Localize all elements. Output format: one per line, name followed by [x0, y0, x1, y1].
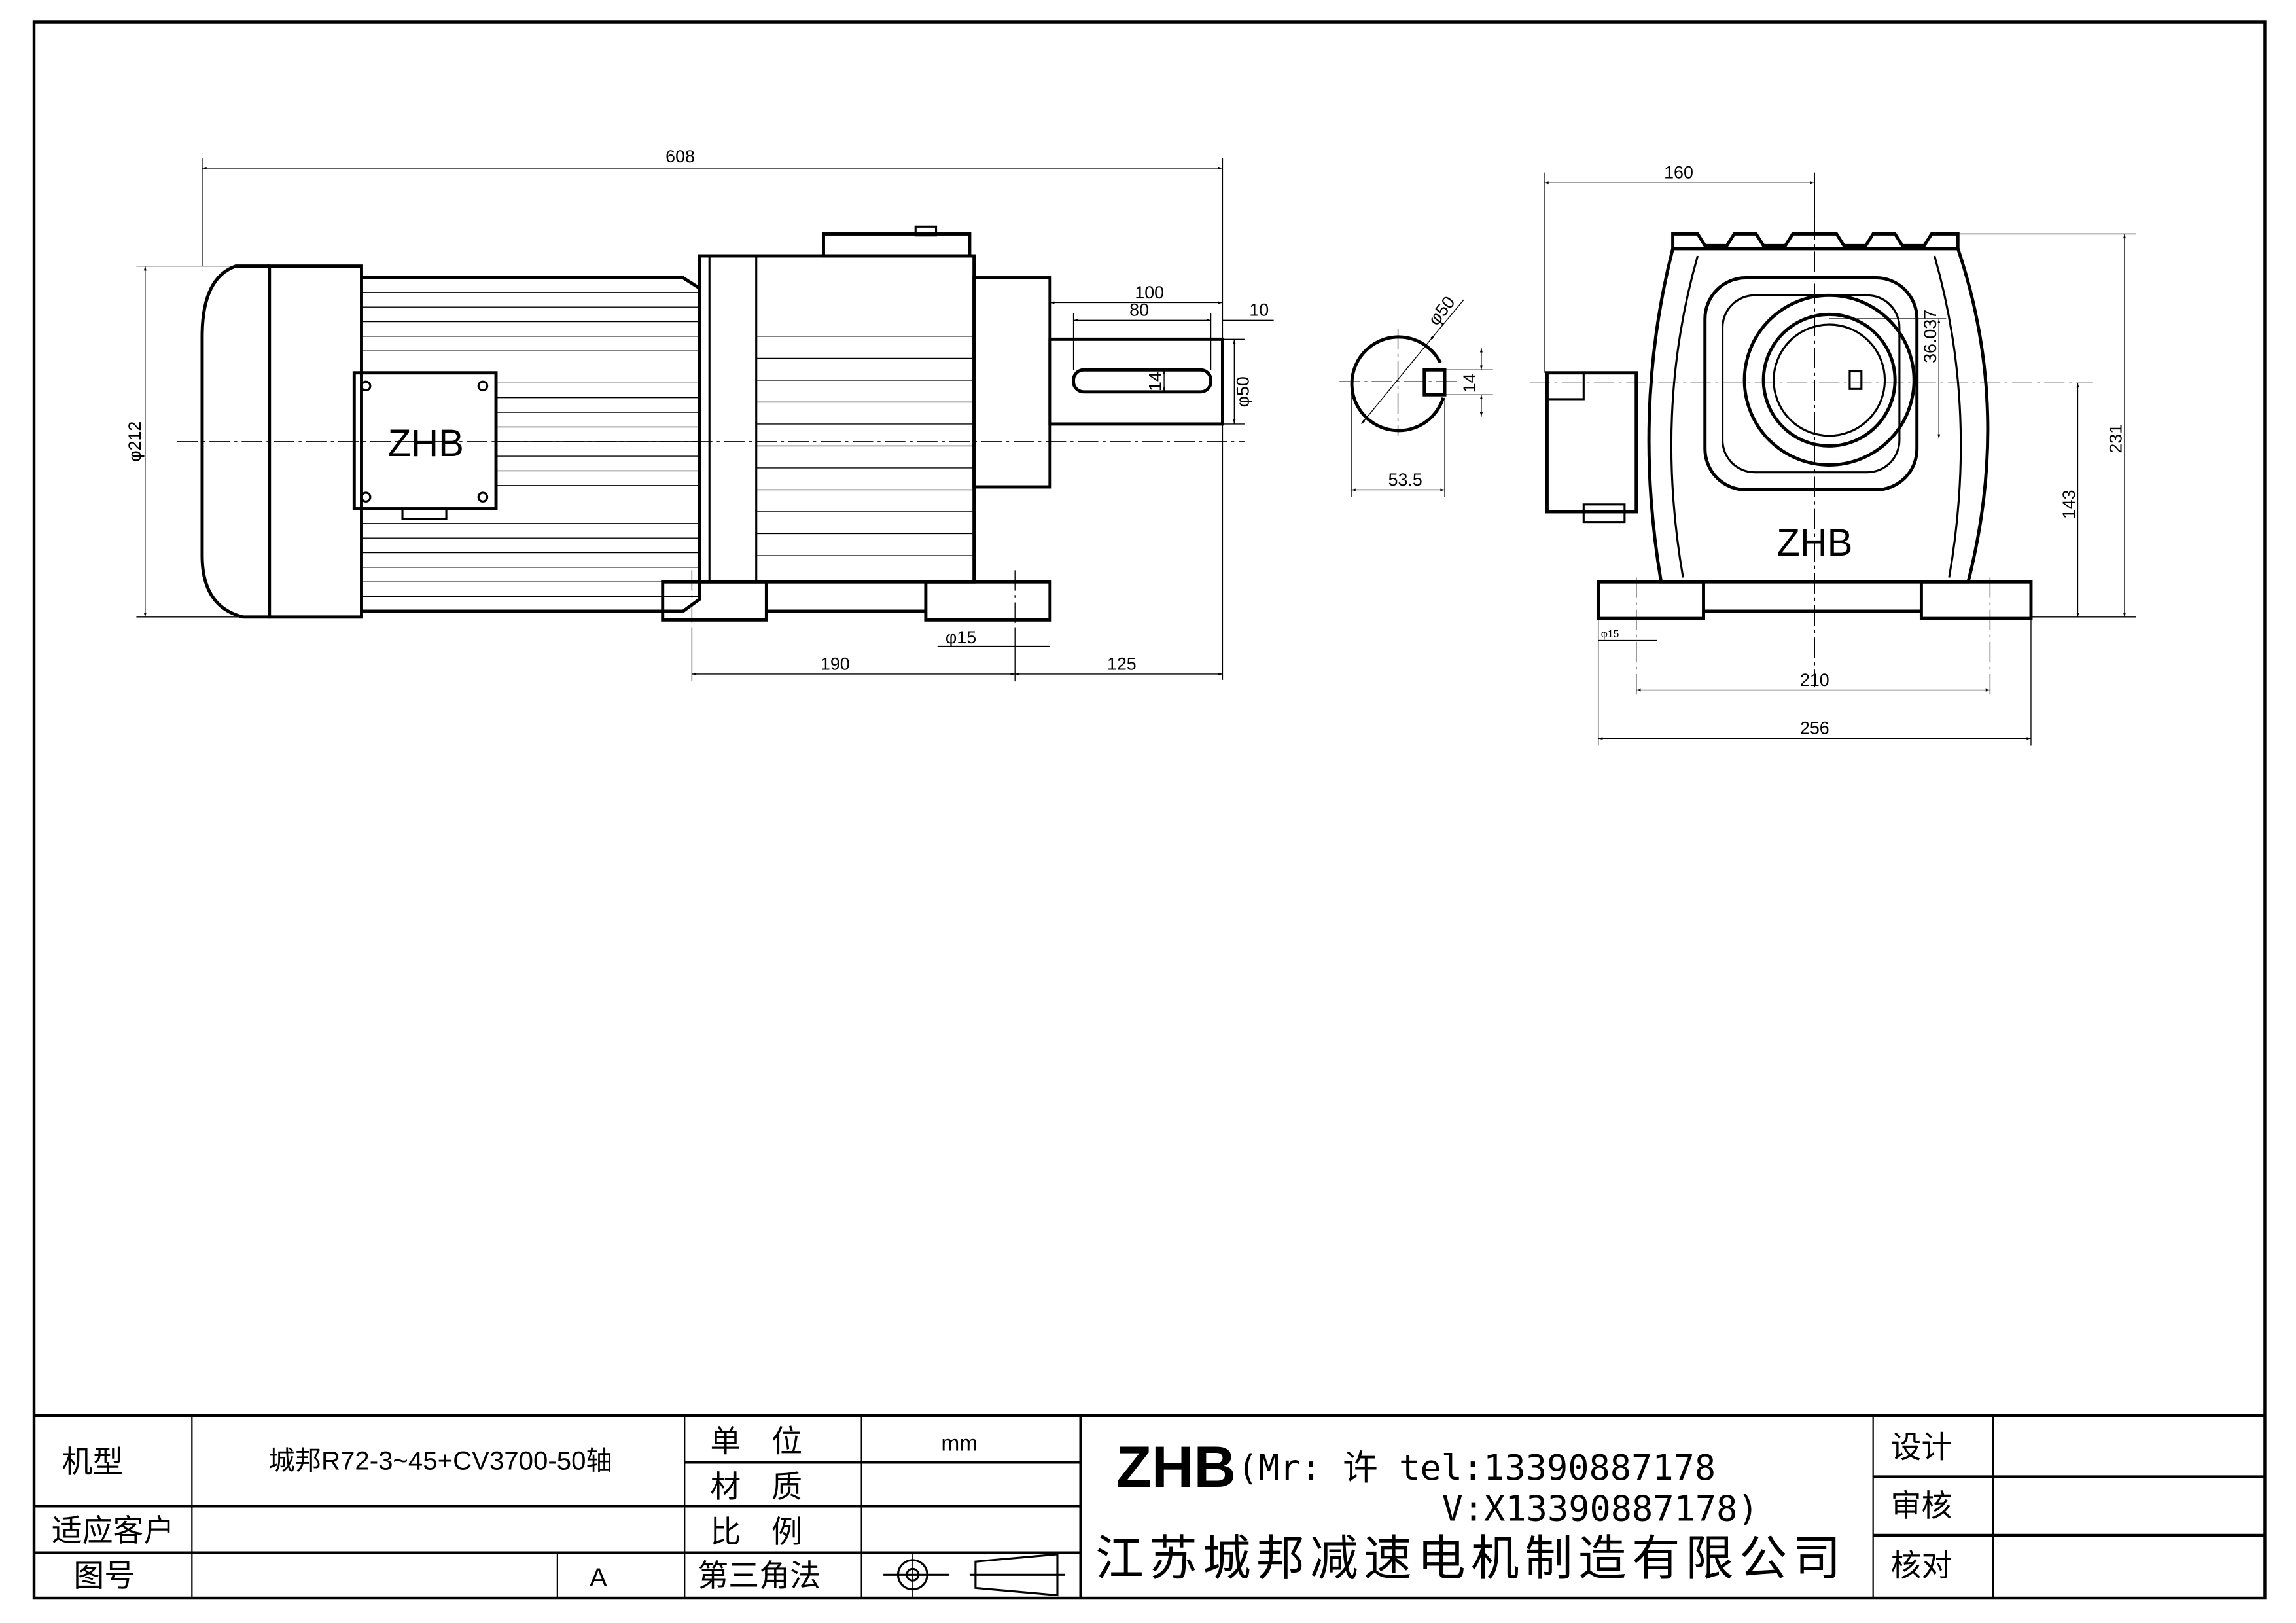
- review-label: 审核: [1891, 1488, 1952, 1524]
- fan-cover: [200, 264, 270, 619]
- drawing-border: [32, 20, 2267, 1600]
- customer-label: 适应客户: [52, 1513, 175, 1549]
- dim-foot-to-shaft: 125: [1107, 654, 1137, 673]
- projection-label: 第三角法: [698, 1558, 821, 1594]
- foot-left: [661, 580, 768, 622]
- side-foot-right: [1919, 580, 2033, 620]
- dim-flange-offset: 160: [1664, 163, 1693, 183]
- screw-icon: [360, 491, 372, 503]
- shaft-keyway: [1072, 368, 1213, 394]
- dim-section-key-width: 14: [1460, 373, 1479, 393]
- material-label: 材 质: [710, 1469, 802, 1505]
- dim-shaft-length: 100: [1135, 283, 1164, 302]
- model-label: 机型: [62, 1444, 123, 1480]
- flange-face: [1703, 276, 1919, 491]
- dim-total-height: 231: [2106, 424, 2126, 454]
- section-key: [1422, 368, 1447, 397]
- hollow-bore-outer: [1742, 293, 1916, 467]
- dim-foot-hole-spacing: 210: [1800, 670, 1829, 690]
- dim-foot-width: 256: [1800, 719, 1829, 738]
- title-block: 机型 城邦R72-3~45+CV3700-50轴 适应客户 图号 A 单 位 m…: [34, 1414, 2265, 1599]
- screw-icon: [360, 380, 372, 392]
- dim-key-length: 80: [1129, 300, 1149, 320]
- shaft-section-view: φ50 14 53.5: [1339, 293, 1493, 497]
- cable-gland: [401, 507, 448, 520]
- motor-brand-label: ZHB: [388, 422, 464, 465]
- company-logo: ZHB: [1116, 1434, 1236, 1499]
- contact-line-2: V:X13390887178): [1442, 1488, 1759, 1529]
- bore-key: [1848, 370, 1863, 390]
- scale-label: 比 例: [710, 1514, 802, 1550]
- side-terminal-box: [1545, 371, 1638, 514]
- revision-value: A: [590, 1563, 607, 1592]
- output-shaft: [1048, 337, 1224, 426]
- foot-right: [924, 580, 1052, 622]
- gearbox-housing: [698, 254, 976, 584]
- output-flange: [972, 276, 1052, 489]
- dim-overall-length: 608: [665, 147, 695, 166]
- dim-side-foot-hole: φ15: [1601, 629, 1619, 640]
- dim-shaft-diameter: φ50: [1233, 376, 1253, 407]
- dim-bore-offset: 36.037: [1920, 310, 1940, 363]
- side-top-cover: [1671, 232, 1960, 251]
- front-view: ZHB 608 100 80: [125, 147, 1274, 682]
- dim-shaft-height: 143: [2059, 490, 2079, 519]
- vent-plug: [914, 225, 938, 237]
- screw-icon: [477, 491, 489, 503]
- motor-fins: [361, 292, 699, 597]
- unit-value: mm: [941, 1431, 978, 1455]
- screw-icon: [477, 380, 489, 392]
- drawing-no-label: 图号: [73, 1558, 135, 1594]
- side-foot-left: [1597, 580, 1705, 620]
- company-name: 江苏城邦减速电机制造有限公司: [1095, 1531, 1841, 1586]
- dim-key-width: 14: [1146, 372, 1165, 391]
- dim-key-height: 53.5: [1388, 470, 1422, 490]
- third-angle-projection-icon: [883, 1552, 1065, 1599]
- dim-key-offset: 10: [1249, 300, 1269, 320]
- check-label: 核对: [1891, 1548, 1952, 1584]
- dim-section-diameter: φ50: [1424, 293, 1459, 329]
- dim-motor-diameter: φ212: [125, 421, 145, 462]
- model-value: 城邦R72-3~45+CV3700-50轴: [269, 1446, 612, 1475]
- side-view: ZHB 160 231 143 36.037 210 256 φ15: [1529, 163, 2136, 746]
- unit-label: 单 位: [710, 1424, 802, 1460]
- design-label: 设计: [1891, 1430, 1952, 1466]
- gearbox-top-cover: [822, 232, 972, 258]
- dim-foot-hole: φ15: [945, 628, 976, 647]
- dim-foot-spacing: 190: [821, 654, 850, 673]
- contact-line-1: (Mr: 许 tel:13390887178: [1237, 1447, 1716, 1488]
